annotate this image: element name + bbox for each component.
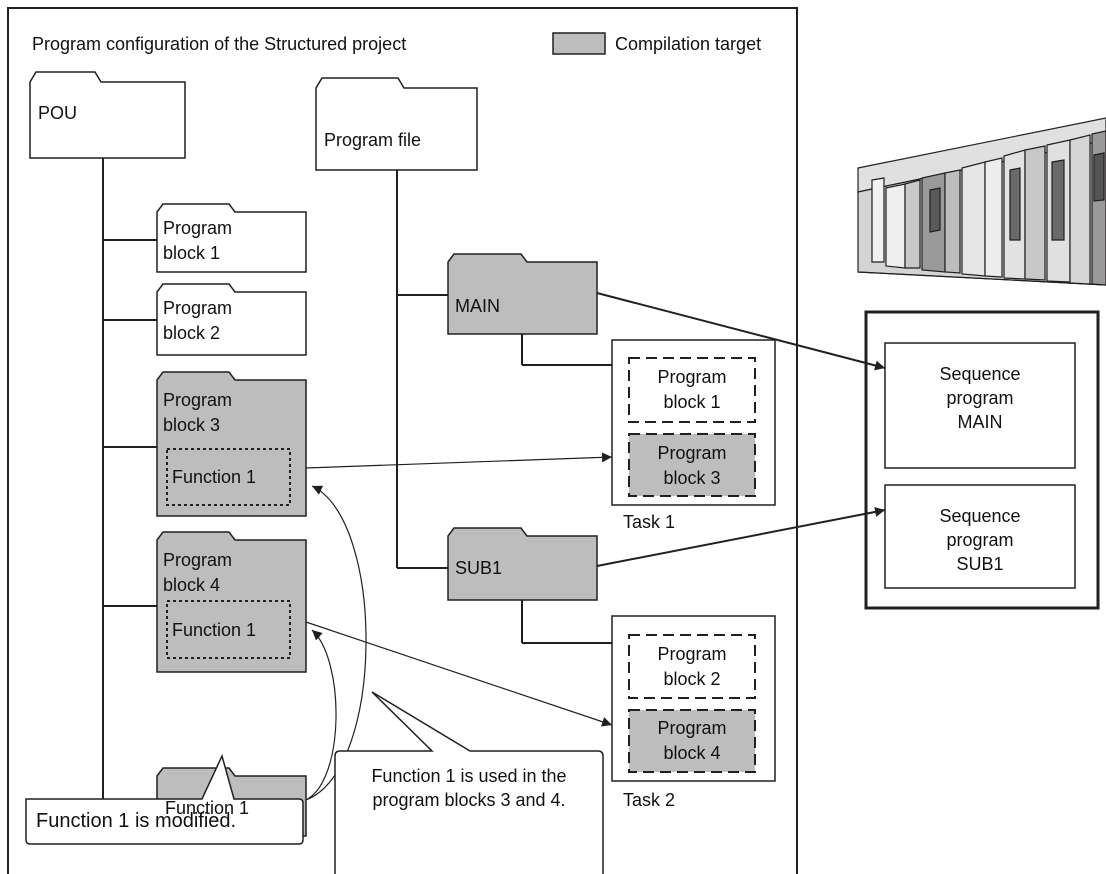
callout-used-in-line2: program blocks 3 and 4. [372, 790, 566, 810]
task-1-block-b-line1: Program [657, 443, 727, 463]
main-frame [7, 7, 798, 874]
function-1-in-pb4-label: Function 1 [172, 620, 257, 640]
task-2-block-a-line1: Program [657, 644, 727, 664]
sub1-folder [447, 527, 598, 601]
task-2-program-block-2 [628, 634, 756, 699]
sequence-sub1-line1: Sequence [939, 506, 1021, 526]
pou-label: POU [38, 103, 78, 123]
arc-function1-to-pb3 [305, 485, 367, 801]
callout-modified-text: Function 1 is modified. [36, 810, 237, 832]
program-block-4-line2: block 4 [163, 575, 221, 595]
task-1-program-block-1 [628, 357, 756, 423]
function-1-in-pb4-box [166, 600, 291, 659]
task-2-block-b-line1: Program [657, 718, 727, 738]
program-block-2-folder [156, 283, 307, 356]
program-block-3-folder [156, 371, 307, 517]
callout-modified-bubble [25, 753, 304, 845]
task-2-program-block-4 [628, 709, 756, 773]
function-1-in-pb3-label: Function 1 [172, 467, 257, 487]
sequence-main-line2: program [946, 388, 1014, 408]
legend-label: Compilation target [615, 34, 762, 54]
pou-tree-lines [102, 158, 157, 801]
program-block-1-folder [156, 203, 307, 273]
diagram-title: Program configuration of the Structured … [32, 34, 407, 54]
program-file-tree-lines [396, 170, 612, 644]
function-1-in-pb3-box [166, 448, 291, 506]
sequence-main-line1: Sequence [939, 364, 1021, 384]
sequence-program-main-box [884, 342, 1076, 469]
task-2-label: Task 2 [623, 790, 676, 810]
function-1-label: Function 1 [165, 798, 250, 818]
arc-function1-to-pb4 [305, 629, 337, 801]
arrow-sub1-to-sequence [596, 507, 886, 567]
arrow-pb4-to-task2 [305, 621, 613, 727]
sub1-label: SUB1 [455, 558, 503, 578]
arrow-main-to-sequence [596, 292, 886, 371]
pou-folder [29, 71, 186, 159]
task-2-block-b-line2: block 4 [663, 743, 721, 763]
program-file-folder [315, 77, 478, 171]
program-block-4-line1: Program [163, 550, 233, 570]
program-file-label: Program file [324, 130, 422, 150]
task-1-label: Task 1 [623, 512, 676, 532]
program-block-1-line2: block 1 [163, 243, 221, 263]
task-1-block-a-line2: block 1 [663, 392, 721, 412]
main-folder [447, 253, 598, 335]
sequence-sub1-line2: program [946, 530, 1014, 550]
task-2-block-a-line2: block 2 [663, 669, 721, 689]
legend-swatch [552, 32, 606, 55]
program-block-3-line2: block 3 [163, 415, 221, 435]
arrow-pb3-to-task1 [305, 452, 613, 469]
program-block-2-line2: block 2 [163, 323, 221, 343]
program-block-4-folder [156, 531, 307, 673]
sequence-program-sub1-box [884, 484, 1076, 589]
task-1-block-a-line1: Program [657, 367, 727, 387]
program-block-1-line1: Program [163, 218, 233, 238]
sequence-sub1-line3: SUB1 [956, 554, 1004, 574]
main-label: MAIN [455, 296, 500, 316]
callout-used-in-bubble [334, 691, 604, 874]
task-1-program-block-3 [628, 433, 756, 497]
program-block-2-line1: Program [163, 298, 233, 318]
plc-hardware-illustration [857, 117, 1106, 286]
program-block-3-line1: Program [163, 390, 233, 410]
task-1-block-b-line2: block 3 [663, 468, 721, 488]
callout-used-in-line1: Function 1 is used in the [371, 766, 567, 786]
sequence-main-line3: MAIN [957, 412, 1003, 432]
